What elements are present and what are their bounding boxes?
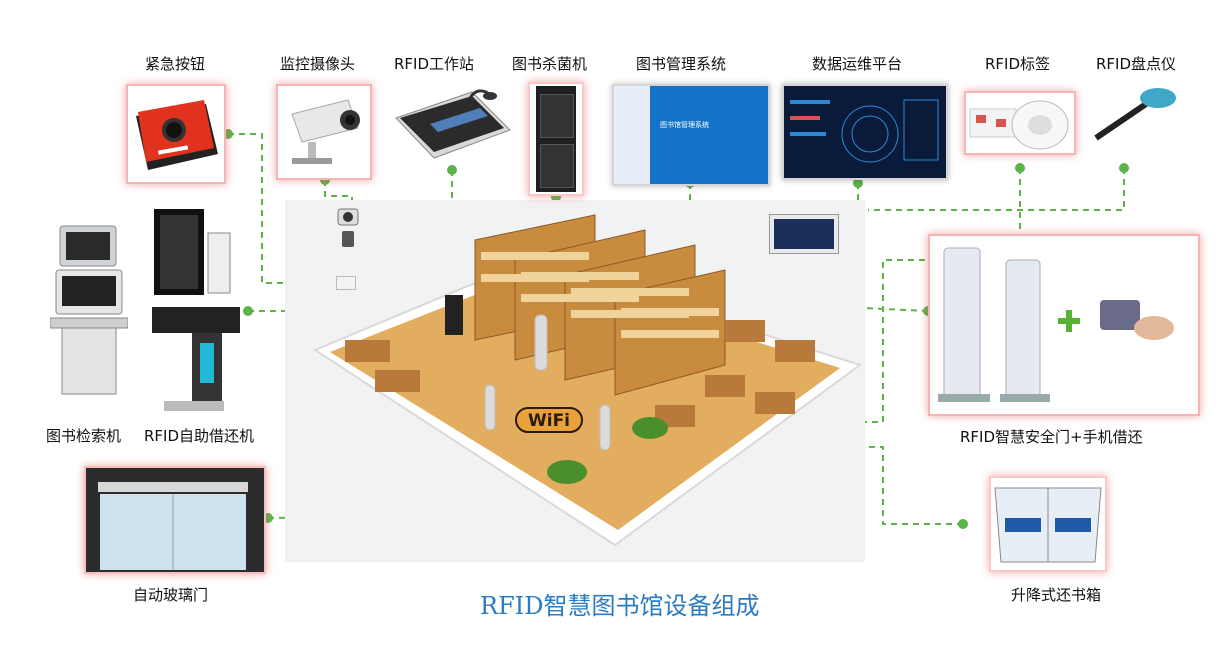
camera-mini-icon (337, 208, 359, 247)
label-inventory-device: RFID盘点仪 (1096, 55, 1177, 73)
emergency-button-card (126, 84, 226, 184)
glass-door-icon (86, 468, 264, 572)
return-box-card (989, 476, 1107, 572)
ops-platform-card (782, 84, 948, 180)
management-screen: 图书馆管理系统 (650, 86, 768, 184)
sterilizer-icon (536, 86, 576, 192)
label-security-gate: RFID智慧安全门+手机借还 (960, 428, 1143, 446)
wall-sensor-icon (336, 276, 356, 290)
search-kiosk-icon (50, 225, 128, 395)
camera-icon (291, 99, 360, 164)
management-screen-title: 图书馆管理系统 (660, 121, 709, 129)
management-system-card: 图书馆管理系统 (612, 84, 770, 186)
camera-card (276, 84, 372, 180)
management-sidebar (614, 86, 650, 184)
label-camera: 监控摄像头 (280, 55, 356, 73)
wifi-badge: WiFi (515, 407, 583, 433)
wall-display-icon (769, 214, 839, 254)
label-self-service: RFID自助借还机 (144, 427, 255, 445)
self-service-kiosk-icon (152, 209, 240, 411)
label-emergency-button: 紧急按钮 (145, 55, 206, 73)
rfid-tag-card (964, 91, 1076, 155)
label-rfid-tag: RFID标签 (985, 55, 1051, 73)
workstation-icon (395, 89, 511, 159)
auto-door-card (84, 466, 266, 574)
library-floor-scene (285, 200, 865, 562)
label-sterilizer: 图书杀菌机 (512, 55, 588, 73)
diagram-caption: RFID智慧图书馆设备组成 (480, 592, 760, 620)
label-search-kiosk: 图书检索机 (46, 427, 122, 445)
security-gate-card (928, 234, 1200, 416)
inventory-device-icon (1094, 88, 1176, 141)
sterilizer-card (528, 82, 584, 196)
security-gate-icon (938, 247, 1174, 402)
label-ops-platform: 数据运维平台 (812, 55, 903, 73)
label-workstation: RFID工作站 (394, 55, 475, 73)
emergency-button-icon (136, 100, 218, 170)
return-box-icon (994, 487, 1102, 563)
label-return-box: 升降式还书箱 (1011, 586, 1102, 604)
rfid-tag-icon (969, 100, 1069, 150)
link-inventory (868, 168, 1125, 211)
label-management-system: 图书管理系统 (636, 55, 727, 73)
dashboard-icon (790, 99, 939, 163)
label-auto-door: 自动玻璃门 (133, 586, 209, 604)
